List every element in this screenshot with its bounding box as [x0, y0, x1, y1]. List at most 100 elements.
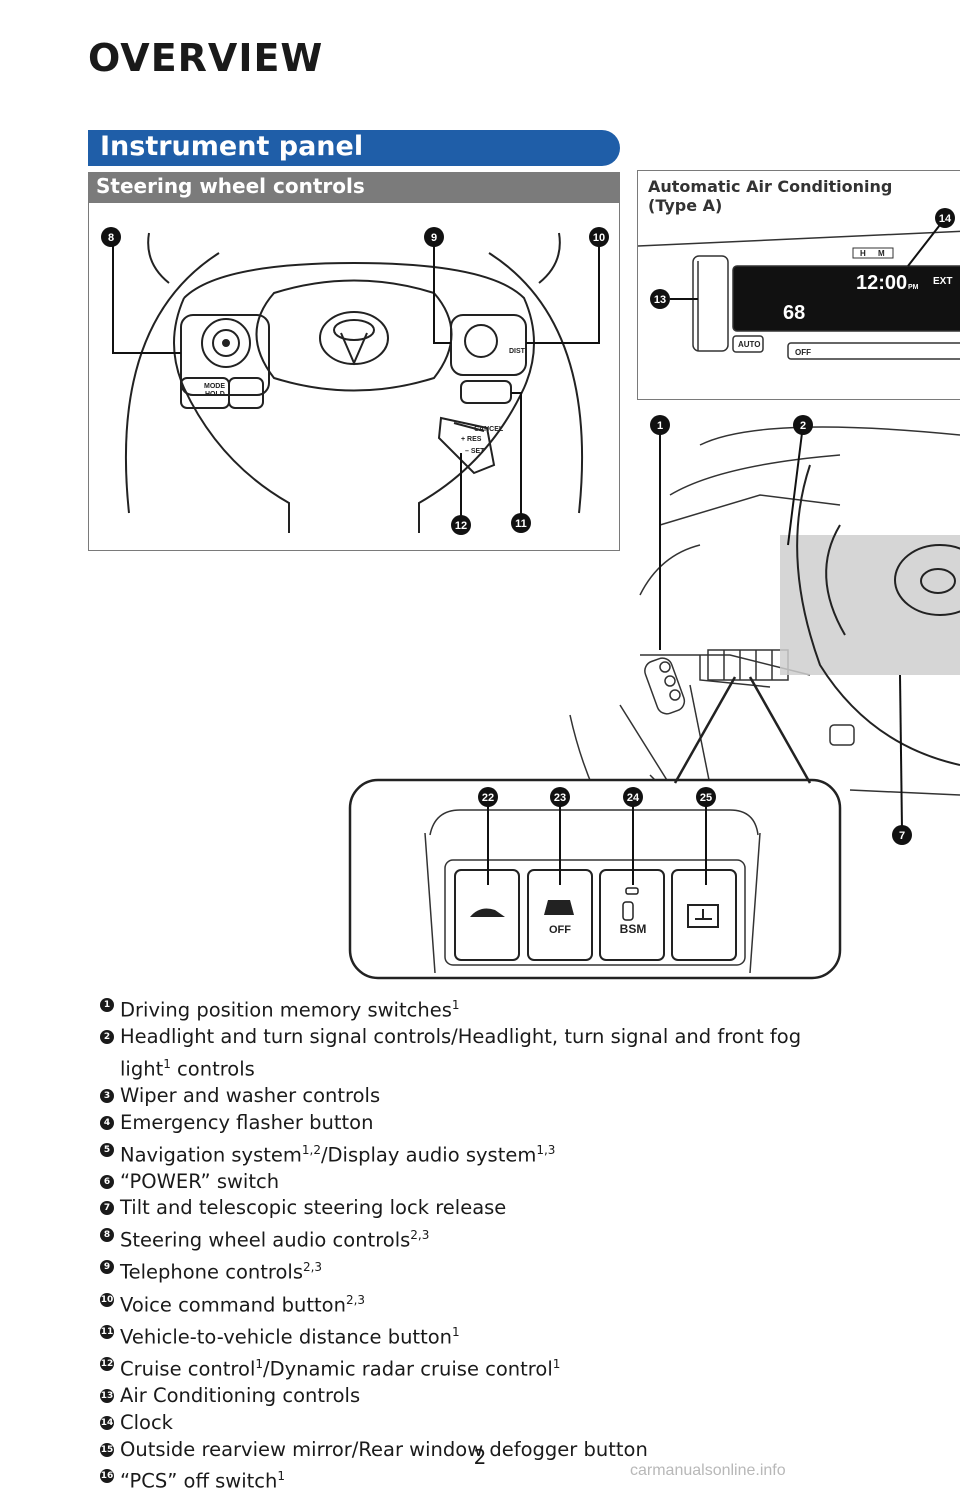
mode-label: MODE — [204, 383, 225, 390]
legend-footnote: 1,3 — [536, 1142, 556, 1157]
legend-item: 3 Wiper and washer controls — [100, 1083, 860, 1110]
legend-number-icon: 11 — [100, 1324, 114, 1339]
switch-off-label: OFF — [549, 924, 571, 936]
callout-1-icon — [650, 415, 670, 435]
legend-footnote: 1 — [451, 998, 460, 1012]
legend-item: 15 Outside rearview mirror/Rear window de… — [100, 1437, 860, 1464]
dashboard-illustration: OFF BSM 22 23 24 25 1 2 7 — [348, 415, 960, 980]
legend-text: Steering wheel audio controls — [120, 1228, 411, 1252]
callout-25-icon — [696, 787, 716, 807]
callout-7-icon — [892, 825, 912, 845]
legend-footnote: 1 — [255, 1356, 263, 1371]
callout-22-icon — [478, 787, 498, 807]
callout-12: 12 — [455, 520, 467, 532]
legend-footnote: 2,3 — [302, 1260, 323, 1275]
legend-text: Clock — [120, 1410, 173, 1434]
callout-2-icon — [793, 415, 813, 435]
legend-text: Outside rearview mirror/Rear window defo… — [120, 1437, 648, 1461]
legend-item: 14 Clock — [100, 1410, 860, 1437]
legend-text-tail: controls — [170, 1057, 255, 1081]
ac-title-line2: (Type A) — [648, 196, 723, 215]
ac-hm-m: M — [878, 249, 885, 258]
legend-text: Emergency flasher button — [120, 1110, 374, 1134]
callout-14: 14 — [939, 213, 952, 225]
legend-item: 6“POWER” switch — [100, 1169, 860, 1196]
legend-footnote: 1 — [277, 1469, 286, 1484]
callout-12-icon — [451, 515, 471, 535]
legend-footnote: 2,3 — [345, 1292, 366, 1307]
callout-13-icon — [650, 289, 670, 309]
ac-display-time: 12:00 — [856, 272, 907, 294]
legend-item: 9 Telephone controls2,3 — [100, 1254, 860, 1286]
legend-number-icon: 12 — [100, 1356, 114, 1371]
ac-title-line1: Automatic Air Conditioning — [648, 177, 893, 196]
legend-number-icon: 13 — [100, 1389, 114, 1404]
page-number: 2 — [473, 1445, 487, 1469]
page-title: OVERVIEW — [88, 36, 324, 80]
callout-11-icon — [511, 513, 531, 533]
legend-text-tail: /Dynamic radar cruise control — [263, 1357, 553, 1381]
legend-text: Wiper and washer controls — [120, 1084, 381, 1108]
ac-hm-h: H — [860, 249, 866, 258]
legend-text: Navigation system — [120, 1143, 302, 1167]
legend-item: 8 Steering wheel audio controls2,3 — [100, 1222, 860, 1254]
legend-item: light1 controls — [100, 1051, 860, 1083]
callout-11: 11 — [515, 518, 527, 530]
legend-footnote: 1 — [552, 1356, 561, 1371]
legend-number-icon: 14 — [100, 1415, 114, 1430]
legend-number-icon: 5 — [100, 1142, 114, 1157]
callout-10-icon — [589, 227, 609, 247]
ac-display-pm: PM — [908, 284, 919, 291]
legend-footnote: 2,3 — [410, 1228, 430, 1243]
legend-text: Cruise control — [120, 1357, 256, 1381]
callout-8-icon — [101, 227, 121, 247]
callout-14-icon — [935, 208, 955, 228]
callout-24-icon — [623, 787, 643, 807]
legend-text: Air Conditioning controls — [120, 1384, 361, 1408]
res-label: + RES — [461, 436, 482, 443]
steering-wheel-illustration: MODE HOLD DIST + RES – SET CANCEL 8 9 10… — [88, 202, 620, 551]
callout-9-icon — [424, 227, 444, 247]
subsection-banner: Steering wheel controls — [88, 172, 620, 202]
ac-off-label: OFF — [795, 348, 811, 357]
legend-item: 4 Emergency flasher button — [100, 1110, 860, 1137]
legend-number-icon: 8 — [100, 1228, 114, 1243]
legend-number-icon: 2 — [100, 1030, 114, 1045]
callout-7: 7 — [899, 830, 905, 842]
legend-footnote: 1 — [163, 1056, 171, 1071]
legend-text: Telephone controls — [120, 1260, 303, 1284]
legend-text: “PCS” off switch — [120, 1469, 278, 1493]
callout-2: 2 — [800, 420, 806, 432]
set-label: – SET — [465, 448, 485, 455]
subsection-title: Steering wheel controls — [96, 174, 365, 198]
legend-text: Tilt and telescopic steering lock releas… — [120, 1196, 507, 1220]
ac-panel-illustration: Automatic Air Conditioning (Type A) 12:0… — [637, 170, 960, 400]
callout-9: 9 — [431, 232, 437, 244]
legend-text: Vehicle-to-vehicle distance button — [120, 1325, 453, 1349]
section-title: Instrument panel — [100, 131, 364, 162]
legend-number-icon: 9 — [100, 1260, 114, 1275]
cancel-label: CANCEL — [474, 426, 504, 433]
legend-number-icon: 3 — [100, 1089, 114, 1104]
legend-footnote: 1,2 — [301, 1142, 321, 1157]
dist-label: DIST — [509, 348, 526, 355]
callout-10: 10 — [593, 232, 605, 244]
callout-8: 8 — [108, 232, 114, 244]
watermark: carmanualsonline.info — [630, 1462, 786, 1479]
legend-number-icon: 4 — [100, 1115, 114, 1130]
callout-24: 24 — [627, 792, 640, 804]
legend-number-icon: 1 — [100, 998, 114, 1012]
callout-23: 23 — [554, 792, 566, 804]
legend-number-icon: 15 — [100, 1442, 114, 1457]
callout-23-icon — [550, 787, 570, 807]
legend-number-icon: 10 — [100, 1292, 114, 1307]
callout-22: 22 — [482, 792, 494, 804]
switch-bsm-label: BSM — [620, 922, 647, 936]
